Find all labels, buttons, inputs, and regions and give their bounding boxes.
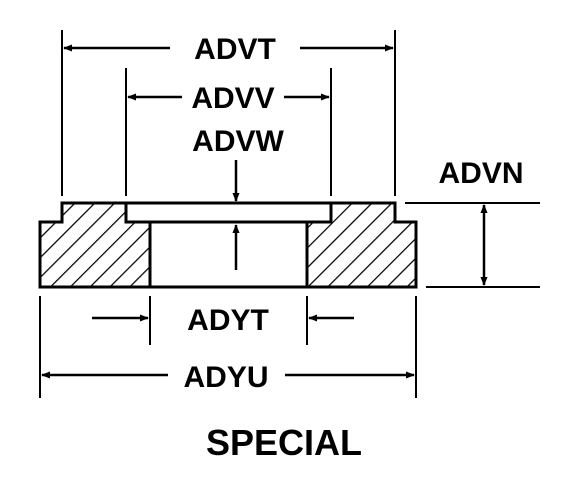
right-section-hatch: [305, 201, 418, 289]
extension-lines: [39, 30, 540, 398]
label-advn: ADVN: [438, 157, 523, 190]
caption-title: SPECIAL: [206, 422, 362, 463]
label-advv: ADVV: [191, 82, 274, 115]
label-advt: ADVT: [194, 33, 276, 66]
label-adyt: ADYT: [187, 304, 269, 337]
label-advw: ADVW: [192, 125, 284, 158]
dimension-lines: [41, 44, 488, 379]
bore-outline: [124, 201, 333, 224]
part-section: [38, 201, 418, 289]
left-section-hatch: [38, 201, 152, 289]
label-adyu: ADYU: [183, 361, 268, 394]
